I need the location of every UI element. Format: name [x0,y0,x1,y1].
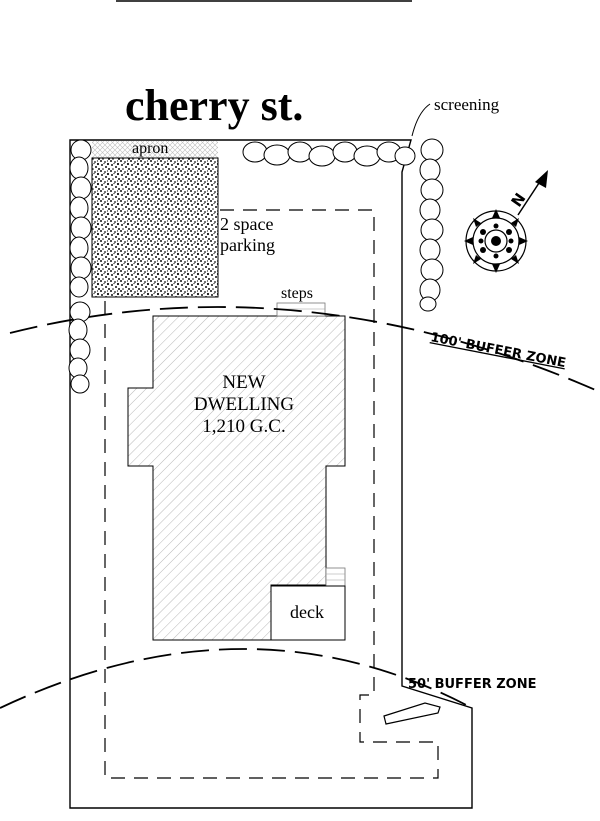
screening-shrubs-left [68,139,92,394]
rear-steps [325,567,346,587]
dwelling-label-line1: NEW [222,372,265,393]
deck [270,585,346,641]
parking-label-line1: 2 space [220,214,273,234]
buffer-100-label: 100' BUFFER ZONE [429,330,567,371]
parking-label-line2: parking [220,235,275,255]
deck-label: deck [290,602,324,622]
street-name: cherry st. [125,81,303,130]
screening-shrubs-top [242,141,416,167]
dwelling-label-line3: 1,210 G.C. [202,416,285,437]
screening-label: screening [434,95,500,114]
setback-line [104,209,439,779]
north-arrow-shaft [517,179,542,216]
north-letter: N [508,190,530,211]
walkway-feature [383,702,441,725]
steps-label: steps [281,285,313,302]
apron-label: apron [132,140,168,157]
screening-leader [411,103,431,137]
north-arrow: N [464,170,548,273]
dwelling-label-line2: DWELLING [194,394,295,415]
screening-shrubs-right [419,138,444,312]
parking-area [91,157,219,298]
property-line [69,139,473,809]
apron-area [92,141,218,159]
buffer-100-line [9,306,600,393]
north-arrow-head [535,170,548,188]
buffer-50-label: 50' BUFFER ZONE [408,677,536,692]
compass-rose [464,209,528,273]
buffer-50-line [0,648,473,709]
